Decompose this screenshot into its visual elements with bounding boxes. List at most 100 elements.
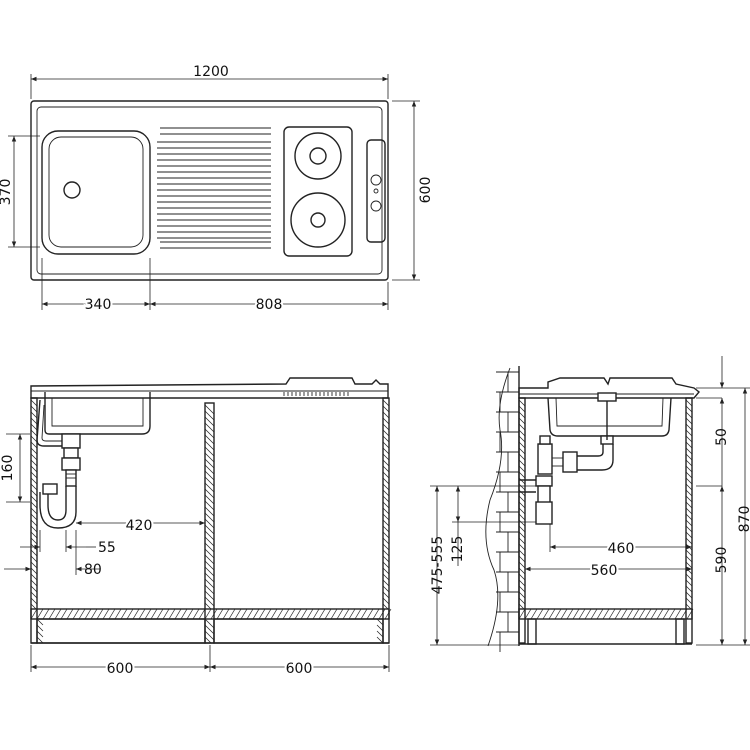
sink-basin-inner — [48, 136, 144, 248]
dim-475-555: 475-555 — [430, 536, 446, 595]
hatch-line — [204, 548, 215, 559]
hatch-line — [685, 531, 693, 539]
hatch-line — [216, 608, 224, 620]
hatch-line — [132, 608, 140, 620]
hatch-line — [614, 608, 622, 620]
hatch-line — [382, 597, 390, 605]
hatch-line — [518, 483, 526, 491]
hatch-line — [66, 608, 74, 620]
hatch-line — [30, 608, 38, 620]
hatch-line — [602, 608, 610, 620]
hatch-line — [270, 608, 278, 620]
hatch-line — [30, 441, 38, 449]
hatch-line — [204, 524, 215, 535]
hatch-line — [685, 423, 693, 431]
hatch-line — [518, 597, 526, 605]
hatch-line — [685, 429, 693, 437]
hotplate-large — [290, 192, 346, 248]
hatch-line — [30, 501, 38, 509]
hatch-line — [518, 537, 526, 545]
hatch-line — [354, 608, 362, 620]
hatch-line — [30, 477, 38, 485]
hatch-line — [30, 459, 38, 467]
hatch-line — [518, 543, 526, 551]
hatch-line — [685, 399, 693, 407]
hatch-line — [518, 417, 526, 425]
dim-50: 50 — [714, 428, 730, 446]
hatch-line — [150, 608, 158, 620]
hatch-line — [30, 465, 38, 473]
hatch-line — [198, 608, 206, 620]
hatch-line — [36, 618, 44, 626]
hatch-line — [518, 489, 526, 497]
control-indicator — [373, 188, 379, 194]
hatch-line — [30, 435, 38, 443]
hatch-line — [518, 411, 526, 419]
hatch-line — [234, 608, 242, 620]
hatch-line — [204, 624, 215, 635]
side-pipework — [519, 401, 614, 525]
hatch-line — [30, 597, 38, 605]
control-knob-bottom — [370, 200, 382, 212]
hatch-line — [30, 549, 38, 557]
hatch-line — [554, 608, 562, 620]
hatch-line — [204, 464, 215, 475]
hatch-line — [518, 501, 526, 509]
dim-370: 370 — [0, 179, 14, 206]
hatch-line — [518, 519, 526, 527]
hatch-line — [36, 630, 44, 638]
hatch-line — [30, 555, 38, 563]
hatch-line — [518, 471, 526, 479]
hatch-line — [384, 608, 392, 620]
hatch-line — [382, 525, 390, 533]
hatch-line — [382, 549, 390, 557]
hatch-line — [30, 507, 38, 515]
side-view: 460 560 475-555 125 50 590 870 — [430, 356, 750, 652]
hatch-line — [566, 608, 574, 620]
hatch-line — [685, 453, 693, 461]
hatch-line — [560, 608, 568, 620]
hatch-line — [518, 507, 526, 515]
hatch-line — [30, 531, 38, 539]
hatch-line — [204, 458, 215, 469]
hatch-line — [204, 452, 215, 463]
hatch-line — [204, 440, 215, 451]
hatch-line — [685, 465, 693, 473]
hatch-line — [306, 608, 314, 620]
hatch-line — [30, 489, 38, 497]
hatch-line — [258, 608, 266, 620]
hatch-line — [376, 624, 384, 632]
hatch-line — [204, 404, 215, 415]
hatch-line — [518, 435, 526, 443]
hatch-line — [42, 608, 50, 620]
hatch-line — [204, 500, 215, 511]
hatch-line — [542, 608, 550, 620]
front-worktop — [30, 377, 389, 399]
hatch-line — [382, 585, 390, 593]
hatch-line — [650, 608, 658, 620]
hatch-line — [30, 585, 38, 593]
hatch-line — [685, 561, 693, 569]
hatch-line — [518, 525, 526, 533]
dim-600-right: 600 — [286, 661, 313, 677]
siphon-assembly — [39, 433, 81, 529]
hatch-line — [204, 560, 215, 571]
hatch-line — [382, 561, 390, 569]
hatch-line — [608, 608, 616, 620]
hatch-line — [596, 608, 604, 620]
top-view: 1200 600 370 340 808 — [0, 64, 434, 315]
hatch-line — [685, 483, 693, 491]
hatch-line — [382, 567, 390, 575]
dim-808: 808 — [256, 297, 283, 313]
hatch-line — [30, 429, 38, 437]
dim-600-depth: 600 — [418, 177, 434, 204]
hatch-line — [30, 399, 38, 407]
hatch-line — [30, 423, 38, 431]
hatch-line — [382, 477, 390, 485]
hatch-line — [84, 608, 92, 620]
hatch-line — [120, 608, 128, 620]
hatch-line — [30, 525, 38, 533]
hatch-line — [336, 608, 344, 620]
hatch-line — [36, 624, 44, 632]
hatch-line — [180, 608, 188, 620]
